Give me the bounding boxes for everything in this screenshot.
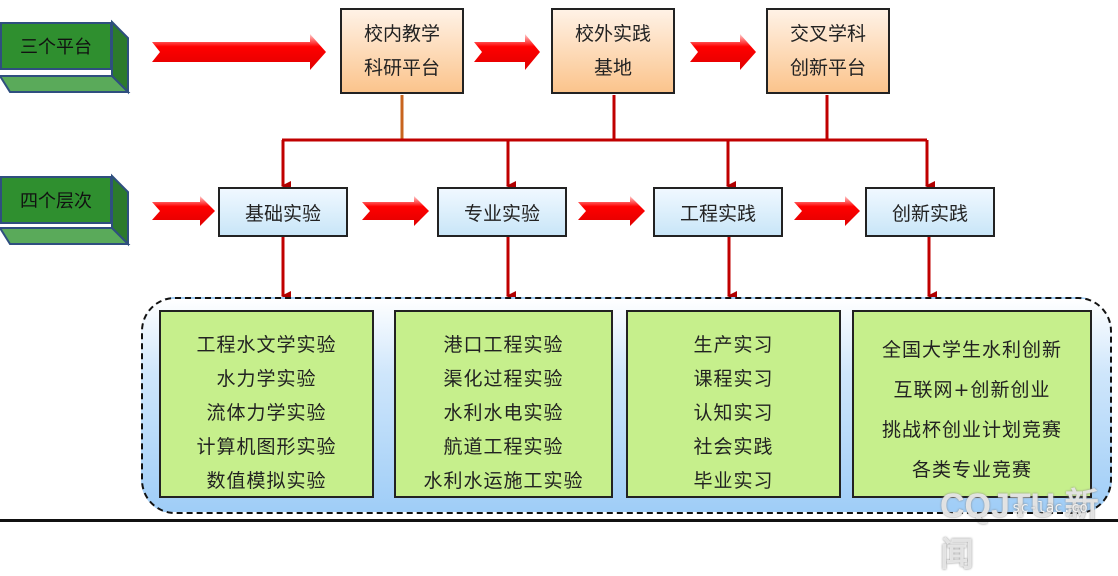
list-item: 数值模拟实验	[206, 470, 327, 492]
list-item: 港口工程实验	[443, 334, 564, 356]
platform-box-3: 交叉学科 创新平台	[766, 8, 890, 94]
activity-list-3: 生产实习 课程实习 认知实习 社会实践 毕业实习	[626, 310, 841, 498]
level-box-4: 创新实践	[865, 187, 995, 237]
list-item: 社会实践	[693, 436, 774, 458]
list-item: 计算机图形实验	[196, 436, 337, 458]
platform-3-line2: 创新平台	[789, 57, 866, 79]
platform-2-line1: 校外实践	[574, 23, 651, 45]
watermark-logo: CQJTU 新闻	[940, 487, 1099, 574]
platform-box-2: 校外实践 基地	[551, 8, 675, 94]
list-item: 毕业实习	[693, 470, 774, 492]
flow-arrow-platforms-main	[152, 34, 326, 70]
row-label-levels-text: 四个层次	[0, 176, 112, 224]
flow-arrow-levels-main	[152, 196, 215, 226]
list-item: 渠化过程实验	[443, 368, 564, 390]
label-3d-bottom-levels	[0, 227, 131, 245]
level-box-2: 专业实验	[437, 187, 567, 237]
flow-arrow-level-2-3	[578, 196, 645, 226]
flow-arrow-level-1-2	[362, 196, 429, 226]
list-item: 全国大学生水利创新	[881, 339, 1062, 361]
connector-layer	[0, 19, 937, 301]
activity-list-1: 工程水文学实验 水力学实验 流体力学实验 计算机图形实验 数值模拟实验	[159, 310, 374, 498]
list-item: 水利水运施工实验	[423, 470, 584, 492]
platform-3-line1: 交叉学科	[789, 23, 866, 45]
list-item: 互联网+创新创业	[893, 379, 1051, 401]
watermark-url: sc-lac.co	[1012, 500, 1088, 516]
level-box-1: 基础实验	[218, 187, 348, 237]
list-item: 课程实习	[693, 368, 774, 390]
label-3d-bottom-platforms	[0, 75, 131, 93]
list-item: 工程水文学实验	[196, 334, 337, 356]
list-item: 认知实习	[693, 402, 774, 424]
platform-1-line1: 校内教学	[363, 23, 440, 45]
list-item: 挑战杯创业计划竞赛	[881, 419, 1062, 441]
activity-list-4: 全国大学生水利创新 互联网+创新创业 挑战杯创业计划竞赛 各类专业竞赛	[852, 310, 1092, 498]
bottom-border	[0, 519, 1118, 522]
platform-2-line2: 基地	[593, 57, 632, 79]
platform-1-line2: 科研平台	[363, 57, 440, 79]
list-item: 航道工程实验	[443, 436, 564, 458]
level-box-3: 工程实践	[653, 187, 783, 237]
list-item: 生产实习	[693, 334, 774, 356]
flow-arrow-platform-2-3	[690, 34, 756, 70]
list-item: 流体力学实验	[206, 402, 327, 424]
activity-list-2: 港口工程实验 渠化过程实验 水利水电实验 航道工程实验 水利水运施工实验	[394, 310, 613, 498]
flow-arrow-level-3-4	[794, 196, 860, 226]
flow-arrow-platform-1-2	[474, 34, 540, 70]
list-item: 水利水电实验	[443, 402, 564, 424]
list-item: 水力学实验	[216, 368, 317, 390]
list-item: 各类专业竞赛	[911, 459, 1032, 481]
platform-box-1: 校内教学 科研平台	[340, 8, 464, 94]
row-label-platforms-text: 三个平台	[0, 22, 112, 70]
